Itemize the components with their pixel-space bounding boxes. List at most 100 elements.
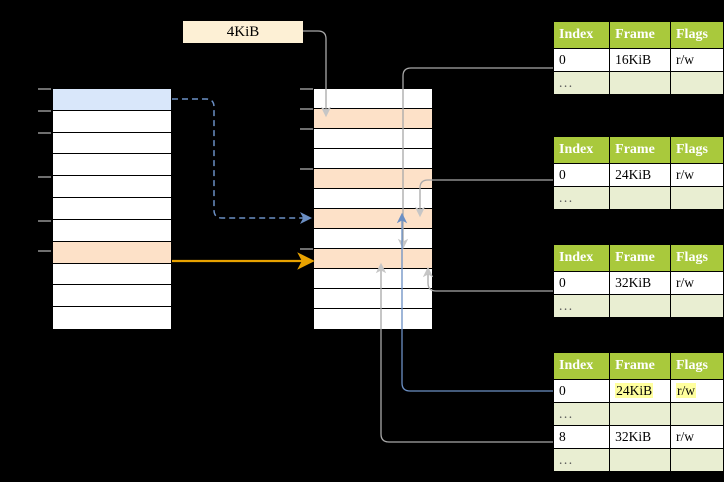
table-row-ellipsis: ... — [552, 294, 724, 318]
memory-row — [53, 110, 171, 133]
cell-flags — [670, 71, 724, 95]
cell-index: ... — [552, 186, 611, 210]
memory-row — [53, 307, 171, 329]
connector-virtual-to-physical-dashed — [172, 98, 312, 224]
row-tick — [38, 132, 51, 134]
cell-flags — [670, 402, 724, 426]
memory-row — [53, 285, 171, 308]
cell-flags: r/w — [670, 425, 724, 449]
cell-frame — [609, 71, 671, 95]
column-header-index: Index — [552, 244, 611, 272]
row-tick — [300, 108, 313, 110]
cell-index: 8 — [552, 425, 611, 449]
cell-index: ... — [552, 294, 611, 318]
cell-flags: r/w — [670, 379, 724, 403]
highlighted-value: r/w — [676, 383, 696, 398]
cell-frame — [609, 294, 671, 318]
memory-row — [53, 154, 171, 177]
cell-frame — [609, 402, 671, 426]
column-header-frame: Frame — [609, 136, 671, 164]
virtual-memory-column — [52, 88, 172, 330]
row-tick — [38, 250, 51, 252]
memory-row — [53, 176, 171, 199]
cell-flags — [670, 294, 724, 318]
memory-row — [314, 249, 432, 269]
cell-frame — [609, 186, 671, 210]
memory-row — [53, 132, 171, 155]
table-row-ellipsis: ... — [552, 448, 724, 472]
cell-flags: r/w — [670, 271, 724, 295]
page-size-chip: 4KiB — [183, 21, 303, 43]
memory-row — [314, 89, 432, 109]
memory-row — [314, 309, 432, 329]
memory-row — [314, 269, 432, 289]
memory-row — [314, 129, 432, 149]
table-header-row: Index Frame Flags — [552, 244, 724, 272]
cell-index: ... — [552, 71, 611, 95]
memory-row — [314, 229, 432, 249]
column-header-frame: Frame — [609, 21, 671, 49]
memory-row — [314, 169, 432, 189]
cell-frame: 24KiB — [609, 163, 671, 187]
cell-index: 0 — [552, 48, 611, 72]
connector-table2-to-physical — [414, 179, 553, 218]
physical-memory-column — [313, 88, 433, 330]
table-header-row: Index Frame Flags — [552, 21, 724, 49]
column-header-flags: Flags — [670, 21, 724, 49]
cell-index: 0 — [552, 271, 611, 295]
column-header-index: Index — [552, 352, 611, 380]
connector-table3-to-physical — [422, 266, 553, 292]
memory-row — [314, 109, 432, 129]
table-row: 0 24KiB r/w — [552, 379, 724, 403]
row-tick — [38, 88, 51, 90]
column-header-frame: Frame — [609, 352, 671, 380]
cell-flags: r/w — [670, 163, 724, 187]
memory-row — [314, 189, 432, 209]
memory-row — [53, 219, 171, 242]
memory-row — [53, 89, 171, 111]
column-header-flags: Flags — [670, 136, 724, 164]
column-header-flags: Flags — [670, 244, 724, 272]
cell-index: 0 — [552, 163, 611, 187]
cell-index: 0 — [552, 379, 611, 403]
table-row-ellipsis: ... — [552, 402, 724, 426]
page-size-label: 4KiB — [226, 24, 260, 40]
table-row-ellipsis: ... — [552, 71, 724, 95]
cell-flags — [670, 448, 724, 472]
cell-index: ... — [552, 448, 611, 472]
column-header-index: Index — [552, 21, 611, 49]
table-header-row: Index Frame Flags — [552, 136, 724, 164]
row-tick — [300, 128, 313, 130]
cell-frame: 24KiB — [609, 379, 671, 403]
row-tick — [300, 248, 313, 250]
highlighted-value: 24KiB — [615, 383, 654, 398]
cell-flags: r/w — [670, 48, 724, 72]
row-tick — [300, 168, 313, 170]
cell-flags — [670, 186, 724, 210]
memory-row — [314, 289, 432, 309]
cell-frame: 32KiB — [609, 425, 671, 449]
cell-frame: 32KiB — [609, 271, 671, 295]
cell-frame — [609, 448, 671, 472]
row-tick — [38, 176, 51, 178]
cell-frame: 16KiB — [609, 48, 671, 72]
table-row-ellipsis: ... — [552, 186, 724, 210]
column-header-index: Index — [552, 136, 611, 164]
memory-row — [314, 209, 432, 229]
column-header-flags: Flags — [670, 352, 724, 380]
table-header-row: Index Frame Flags — [552, 352, 724, 380]
memory-row — [53, 263, 171, 286]
memory-row — [53, 241, 171, 264]
